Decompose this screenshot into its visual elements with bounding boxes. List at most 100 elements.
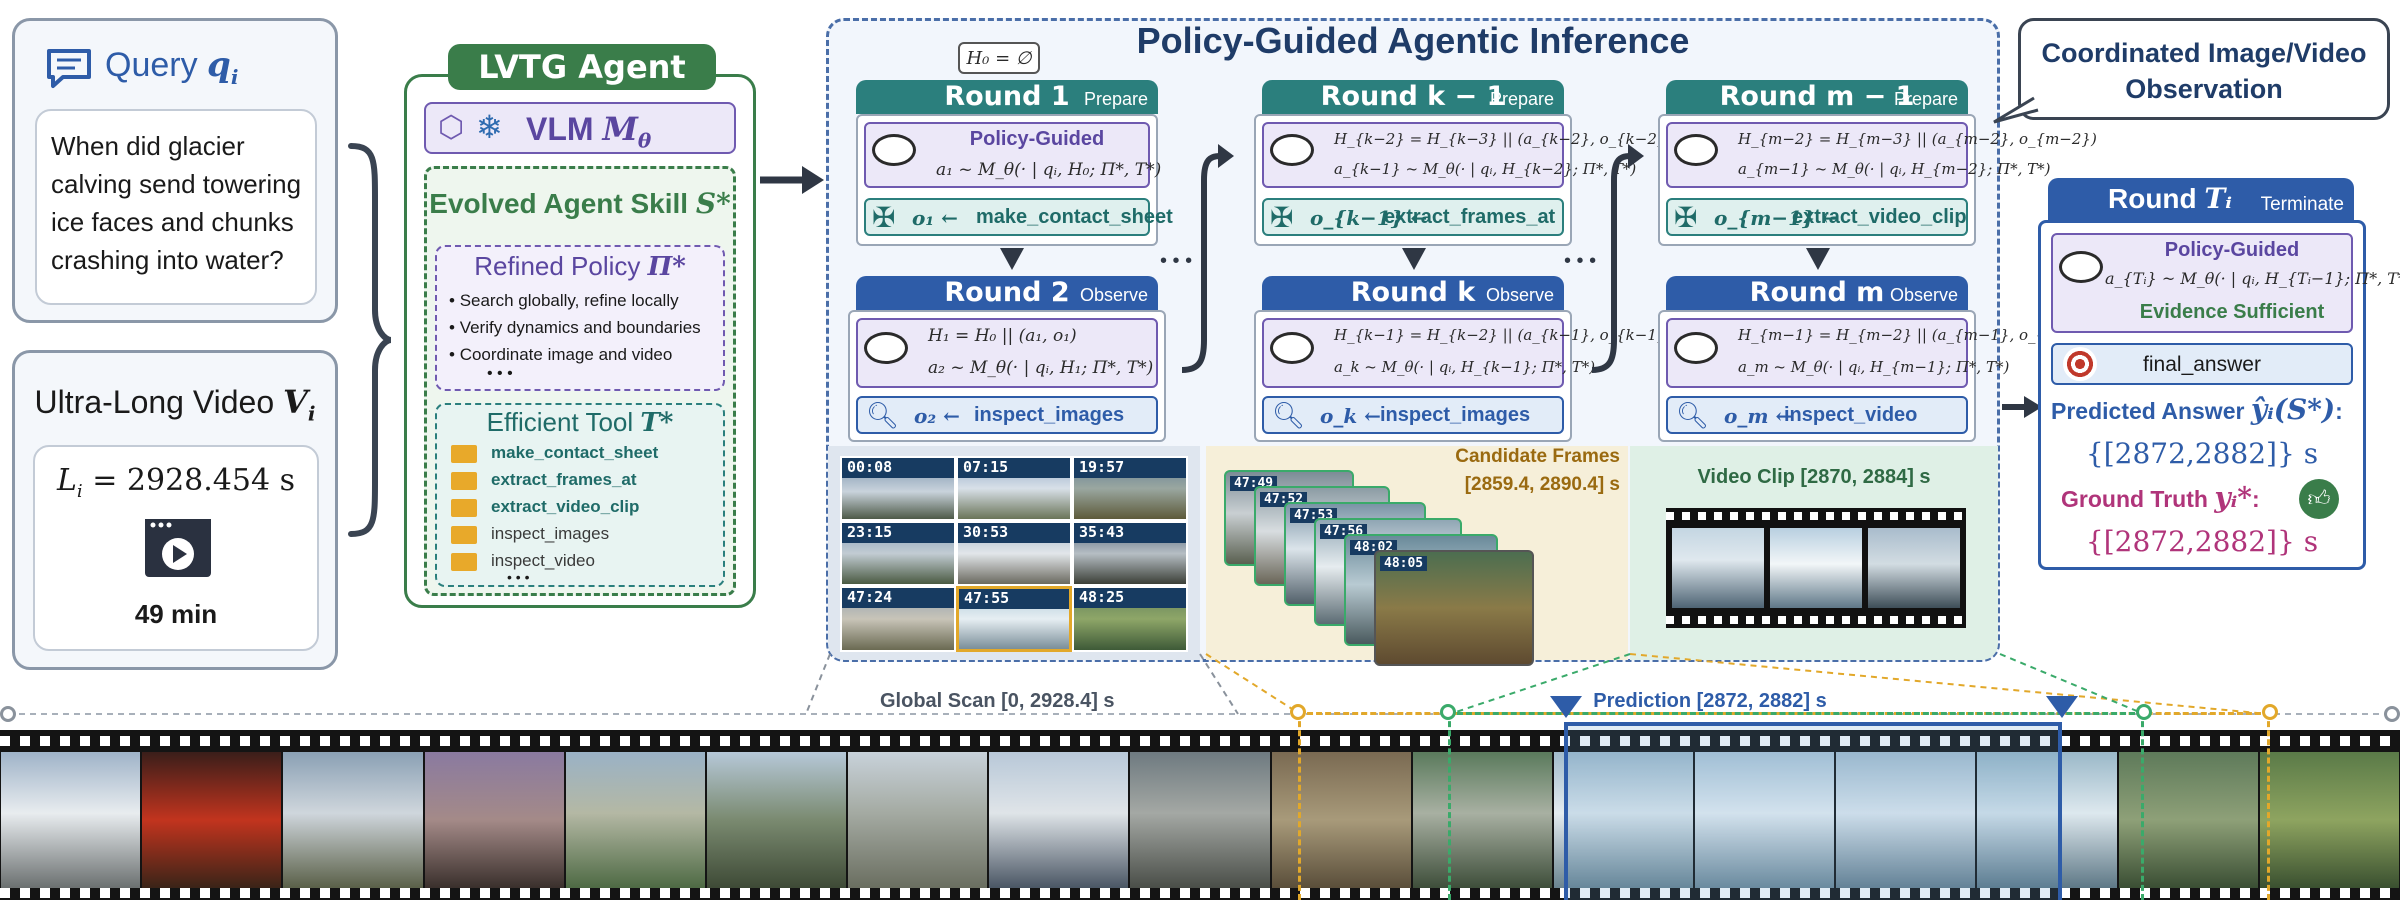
video-frame: [424, 752, 564, 888]
folder-icon: [451, 525, 477, 544]
thought-bubble-icon: [864, 332, 908, 364]
policy-title: Refined Policy Π*: [474, 251, 686, 282]
terminate-header: Round Tᵢ Terminate: [2048, 178, 2354, 222]
query-title: Query qi: [105, 45, 239, 89]
tool-box: Efficient Tool T* make_contact_sheet ext…: [435, 403, 725, 587]
round-2-thought: H₁ = H₀ || (a₁, o₁) a₂ ~ M_θ(· | qᵢ, H₁;…: [856, 318, 1158, 388]
candidate-end-marker: [2262, 704, 2278, 720]
round-m-obs: o_m ←: [1724, 404, 1793, 428]
tool-list: make_contact_sheet extract_frames_at ext…: [451, 443, 721, 578]
prediction-label: Prediction [2872, 2882] s: [1593, 690, 1827, 712]
video-clip-filmstrip: [1666, 508, 1966, 628]
clip-start-marker: [1440, 704, 1456, 720]
round-k-1-obs: o_{k−1} ←: [1310, 206, 1428, 230]
tool-ellipsis: • • •: [507, 569, 530, 585]
round-k-1-card: H_{k−2} = H_{k−3} || (a_{k−2}, o_{k−2}) …: [1254, 114, 1673, 246]
folder-icon: [451, 498, 477, 517]
round-1-card: Policy-Guided a₁ ~ M_θ(· | qᵢ, H₀; Π*, T…: [856, 114, 1173, 246]
round-m-1-tool: ✠ o_{m−1} ← extract_video_clip: [1666, 198, 1968, 236]
query-text: When did glacier calving send towering i…: [51, 131, 302, 275]
contact-sheet-tile: 19:57: [1072, 456, 1188, 521]
video-panel: Ultra-Long Video Vi Li = 2928.454 s 49 m…: [12, 350, 338, 670]
ground-truth-label: Ground Truth yᵢ*:: [2061, 481, 2260, 514]
tool-item: inspect_video: [451, 551, 721, 578]
chat-icon: [45, 47, 93, 94]
film-perforations: [1666, 616, 1966, 624]
thought-bubble-icon: [1270, 134, 1314, 166]
clip-frame: [1770, 528, 1862, 608]
thought-bubble-icon: [872, 134, 916, 166]
round-2-history: H₁ = H₀ || (a₁, o₁): [928, 326, 1077, 346]
round-k-1-history: H_{k−2} = H_{k−3} || (a_{k−2}, o_{k−2}): [1334, 130, 1673, 148]
round-k-tool-name: inspect_images: [1380, 404, 1531, 426]
video-duration: 49 min: [134, 599, 218, 629]
video-frame: [283, 752, 423, 888]
contact-sheet-tile: 00:08: [840, 456, 956, 521]
down-arrow: [1806, 248, 1830, 270]
contact-sheet-tile: 23:15: [840, 521, 956, 586]
round-m-history: H_{m−1} = H_{m−2} || (a_{m−1}, o_{m−1}): [1738, 326, 2097, 344]
thought-bubble-icon: [2059, 251, 2103, 283]
candidate-range: [2859.4, 2890.4] s: [1464, 474, 1620, 495]
round-m-card: H_{m−1} = H_{m−2} || (a_{m−1}, o_{m−1}) …: [1658, 310, 2097, 442]
contact-sheet-tile: 35:43: [1072, 521, 1188, 586]
final-answer-label: final_answer: [2143, 353, 2261, 376]
candidate-frame: 48:05: [1374, 550, 1534, 666]
final-answer-tool: final_answer: [2051, 343, 2353, 385]
brace-connector: [348, 143, 392, 537]
coordination-callout: Coordinated Image/Video Observation: [2018, 18, 2390, 120]
contact-sheet-tile: 30:53: [956, 521, 1072, 586]
agent-title-badge: LVTG Agent: [448, 44, 716, 90]
round-k-thought: H_{k−1} = H_{k−2} || (a_{k−1}, o_{k−1}) …: [1262, 318, 1672, 388]
video-frame: [565, 752, 705, 888]
video-frame: [2259, 752, 2399, 888]
contact-sheet-tile: 07:15: [956, 456, 1072, 521]
video-frame: [989, 752, 1129, 888]
timeline-guide-lines: [8, 653, 2392, 715]
policy-ellipsis: • • •: [487, 365, 513, 382]
prediction-end-marker: [2046, 696, 2078, 718]
film-perforations: [0, 888, 2400, 898]
round-connector-arrow: [1591, 144, 1644, 373]
tool-item: extract_frames_at: [451, 470, 721, 497]
tool-item: extract_video_clip: [451, 497, 721, 524]
film-perforations: [0, 736, 2400, 746]
terminate-thought: Policy-Guided a_{Tᵢ} ~ M_θ(· | qᵢ, H_{Tᵢ…: [2051, 233, 2400, 333]
video-frame: [142, 752, 282, 888]
prediction-range-box: [1564, 722, 2062, 900]
round-k-action: a_k ~ M_θ(· | qᵢ, H_{k−1}; Π*, T*): [1334, 358, 1596, 376]
round-k-1-action: a_{k−1} ~ M_θ(· | qᵢ, H_{k−2}; Π*, T*): [1334, 160, 1637, 178]
terminate-card: Policy-Guided a_{Tᵢ} ~ M_θ(· | qᵢ, H_{Tᵢ…: [2038, 220, 2400, 570]
folder-icon: [451, 552, 477, 571]
folder-icon: [451, 471, 477, 490]
round-k-card: H_{k−1} = H_{k−2} || (a_{k−1}, o_{k−1}) …: [1254, 310, 1672, 442]
terminate-thought-title: Policy-Guided: [2164, 239, 2300, 261]
candidate-start-marker: [1290, 704, 1306, 720]
clip-end-marker: [2136, 704, 2152, 720]
wrench-icon: ✠: [1270, 202, 1294, 233]
video-frame: [1, 752, 141, 888]
round-m-action: a_m ~ M_θ(· | qᵢ, H_{m−1}; Π*, T*): [1738, 358, 2010, 376]
down-arrow: [1000, 248, 1024, 270]
folder-icon: [451, 444, 477, 463]
contact-sheet: 00:08 07:15 19:57 23:15 30:53 35:43 47:2…: [840, 456, 1188, 652]
skill-box: Evolved Agent Skill S* Refined Policy Π*…: [424, 166, 736, 596]
video-frame: [1412, 752, 1552, 888]
round-2-card: H₁ = H₀ || (a₁, o₁) a₂ ~ M_θ(· | qᵢ, H₁;…: [848, 310, 1166, 442]
video-player-icon: [143, 517, 213, 584]
target-icon: [2063, 347, 2097, 381]
policy-item: • Search globally, refine locally: [449, 291, 679, 310]
down-arrow: [1402, 248, 1426, 270]
video-frame: [1695, 752, 1835, 888]
timeline-end-marker: [2384, 706, 2400, 722]
video-frame: [1553, 752, 1694, 888]
round-1-tool: ✠ o₁ ← make_contact_sheet: [864, 198, 1173, 236]
wrench-icon: ✠: [872, 202, 896, 233]
policy-item: • Coordinate image and video: [449, 345, 673, 364]
round-1-obs: o₁ ←: [912, 206, 958, 230]
